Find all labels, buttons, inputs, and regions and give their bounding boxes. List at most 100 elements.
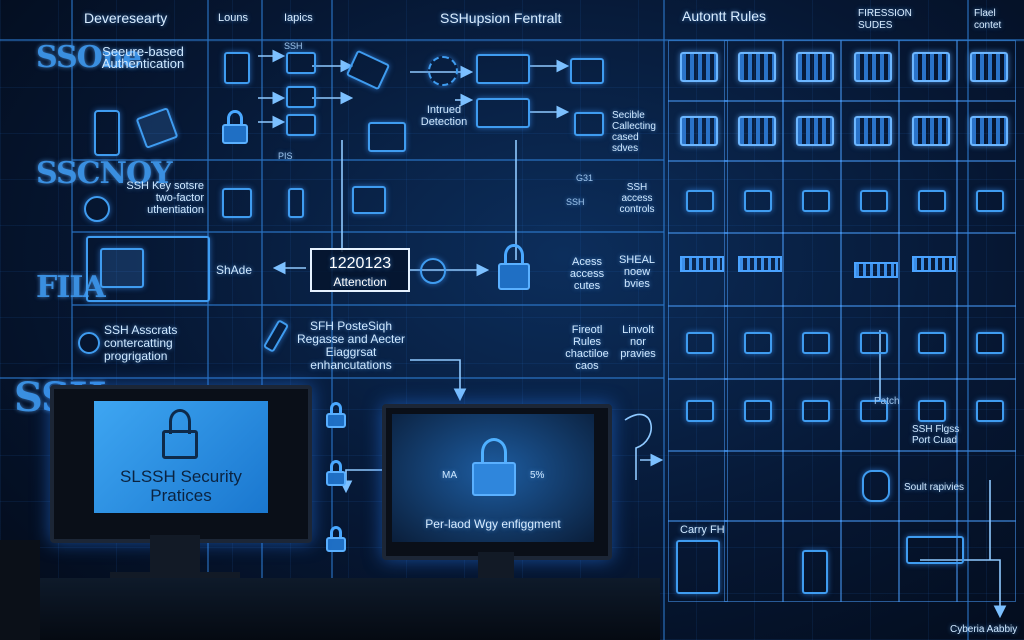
panel-icon (918, 400, 946, 422)
interval-label: SSH (566, 197, 585, 207)
column-header-2: Louns (218, 12, 248, 24)
grid-cell (782, 305, 842, 380)
desk (40, 578, 660, 640)
fingerprint-icon (84, 196, 110, 222)
grid-cell (840, 100, 900, 162)
grid-cell (724, 520, 784, 602)
panel-icon (744, 400, 772, 422)
grid-cell (898, 305, 958, 380)
grid-cell (956, 100, 1016, 162)
padlock-icon-4 (326, 460, 346, 486)
panel-icon (802, 190, 830, 212)
database-icon (862, 470, 890, 502)
vault-icon (906, 536, 964, 564)
ssh-post-label: SFH PosteSiqh Regasse and Aecter Eiaggrs… (296, 319, 406, 372)
monitor-left-title: SLSSH Security Pratices (120, 467, 242, 505)
grid-cell (782, 232, 842, 307)
firewall-label: Fireotl Rules chactiloe caos (565, 324, 609, 372)
rack-bar-icon (738, 256, 782, 272)
panel-icon (686, 190, 714, 212)
padlock-icon-3 (326, 402, 346, 428)
server-icon (912, 52, 950, 82)
monitor-left-base (110, 572, 240, 580)
column-header-6: FIRESSION SUDES (858, 8, 912, 31)
grid-cell (724, 305, 784, 380)
grid-cell (956, 520, 1016, 602)
server-icon (970, 52, 1008, 82)
grid-cell (840, 450, 900, 522)
server-icon (738, 52, 776, 82)
sec-logs-label: Secible Callecting cased sdves (612, 110, 656, 154)
grid-cell (956, 305, 1016, 380)
grid-cell (668, 378, 728, 452)
ssh-assoc-label: SSH Asscrats contercatting progrigation (104, 323, 178, 363)
panel-icon (802, 400, 830, 422)
key-card-icon-1 (286, 52, 316, 74)
grid-cell (956, 160, 1016, 234)
grid-cell (782, 100, 842, 162)
monitor-left-stand (150, 535, 200, 575)
grid-cell (668, 232, 728, 307)
patch-label: Patch (874, 396, 900, 407)
grid-cell (724, 378, 784, 452)
monitor-right-screen: MA 5% Per-laod Wgy enfiggment (392, 414, 594, 542)
central-code: 1220123 (328, 255, 392, 272)
key-card-icon-2 (286, 86, 316, 108)
column-header-4: SSHupsion Fentralt (440, 10, 562, 26)
usb-icon (288, 188, 304, 218)
grid-cell (898, 100, 958, 162)
intrusion-label: Intrued Detection (420, 104, 468, 128)
monitor-right-left-text: MA (442, 470, 457, 481)
browser-icon (368, 122, 406, 152)
panel-icon (860, 190, 888, 212)
panel-icon (802, 332, 830, 354)
grid-cell (956, 378, 1016, 452)
panel-icon (686, 400, 714, 422)
terminal-icon (352, 186, 386, 214)
ssh-access-label: SSH access controls (619, 182, 655, 215)
padlock-icon-5 (326, 526, 346, 552)
access-label: Acess access cutes (569, 256, 605, 292)
grid-cell (782, 520, 842, 602)
monitor-left-screen: SLSSH Security Pratices (94, 401, 268, 513)
phone-icon (94, 110, 120, 156)
server-icon (796, 52, 834, 82)
grid-cell (724, 160, 784, 234)
rack-bar-icon (680, 256, 724, 272)
panel-icon (744, 190, 772, 212)
chip-icon (135, 107, 179, 149)
grid-cell (956, 450, 1016, 522)
server-icon (854, 52, 892, 82)
pis-mini-label: SSH (284, 41, 303, 51)
column-header-7: Flael contet (974, 8, 1002, 31)
monitor-icon-1 (570, 58, 604, 84)
grid-cell (724, 100, 784, 162)
column-header-3: Iapics (284, 12, 313, 24)
pis-label: PIS (278, 151, 293, 161)
grid-cell (840, 160, 900, 234)
panel-icon (860, 332, 888, 354)
grid-cell (840, 520, 900, 602)
monitor-icon-2 (574, 112, 604, 136)
server-icon (970, 116, 1008, 146)
panel-icon (860, 400, 888, 422)
workstation-icon (86, 236, 210, 302)
padlock-icon-2 (498, 244, 530, 290)
server-icon (854, 116, 892, 146)
grid-cell (724, 232, 784, 307)
screen-padlock-icon-2 (472, 438, 516, 496)
cybertia-label: Cyberia Aabbiy (950, 624, 1018, 635)
panel-icon (976, 332, 1004, 354)
grid-cell (898, 450, 958, 522)
column-header-5: Autontt Rules (682, 8, 767, 24)
grid-cell (840, 305, 900, 380)
central-auth-box[interactable]: 1220123 Attenction (310, 248, 410, 292)
monitor-right-right-text: 5% (530, 470, 545, 481)
server-box-2 (476, 98, 530, 128)
grid-cell (782, 160, 842, 234)
key-card-icon-3 (286, 114, 316, 136)
panel-icon (976, 190, 1004, 212)
server-box-1 (476, 54, 530, 84)
grid-cell (724, 450, 784, 522)
